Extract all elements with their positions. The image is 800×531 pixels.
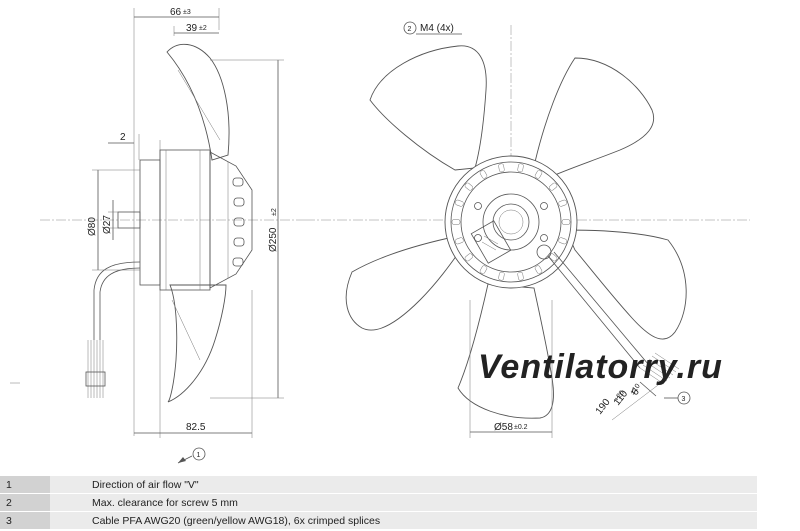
vent-slot xyxy=(464,182,473,191)
side-blade-lower xyxy=(167,284,227,403)
hub-outer-ring xyxy=(444,155,578,289)
dim-27-label: Ø27 xyxy=(102,215,113,234)
note-text: Cable PFA AWG20 (green/yellow AWG18), 6x… xyxy=(50,511,757,530)
vent-slot xyxy=(451,219,461,225)
note-number: 2 xyxy=(0,493,50,512)
motor-flange xyxy=(139,159,161,286)
front-blade-top-right xyxy=(534,57,654,179)
dim-190-label: 190 xyxy=(594,397,613,417)
mount-hole xyxy=(540,234,548,242)
front-blade-top-left xyxy=(369,45,487,171)
hub-ring-3 xyxy=(460,171,562,273)
rotor-slot xyxy=(232,257,244,267)
dim-line-6 xyxy=(639,381,657,397)
dim-58-tol: ±0.2 xyxy=(514,424,528,431)
dim-39-label: 39 xyxy=(186,23,198,34)
shaft-bore xyxy=(492,203,530,241)
vent-slot xyxy=(517,271,524,281)
cable-gland xyxy=(536,244,552,260)
note-number: 1 xyxy=(0,476,50,494)
technical-drawing: 66 ±3 39 ±2 2 Ø80 Ø27 Ø250 ±2 82.5 xyxy=(10,7,750,464)
callout-1-circle xyxy=(192,447,206,461)
callout-1-label: 1 xyxy=(197,452,201,459)
blade-edge-1 xyxy=(177,69,221,141)
side-blade-upper xyxy=(166,43,230,161)
dim-80-label: Ø80 xyxy=(87,217,98,236)
hub-vent-slots xyxy=(451,163,571,281)
mount-hole xyxy=(540,202,548,210)
mount-hole xyxy=(474,202,482,210)
shaft-stub xyxy=(117,211,141,229)
dim-250-tol: ±2 xyxy=(271,208,278,216)
dim-58-label: Ø58 xyxy=(494,422,513,433)
callout-2-circle xyxy=(403,21,417,35)
cable-splices xyxy=(85,340,106,398)
label-plate-line xyxy=(481,241,497,251)
vent-slot xyxy=(464,253,473,262)
rotor-slot xyxy=(232,177,244,187)
rotor-slot xyxy=(233,237,245,247)
dim-line-190 xyxy=(611,381,663,421)
dim-2-label: 2 xyxy=(120,132,126,143)
watermark: Ventilatorry.ru xyxy=(478,348,723,386)
dim-825-label: 82.5 xyxy=(186,422,206,433)
vent-slot xyxy=(561,219,571,225)
mount-hole xyxy=(474,234,482,242)
vent-slot xyxy=(517,163,524,173)
rotor-slot xyxy=(233,217,245,227)
callout-3-circle xyxy=(677,391,691,405)
dim-250-label: Ø250 xyxy=(268,227,279,252)
front-blade-right xyxy=(565,229,687,340)
label-plate xyxy=(470,220,512,264)
callout-3-label: 3 xyxy=(682,396,686,403)
front-blade-bottom xyxy=(457,283,554,419)
airflow-arrow-icon xyxy=(178,457,186,463)
shaft xyxy=(498,209,524,235)
note-number: 3 xyxy=(0,511,50,530)
vent-slot xyxy=(479,170,488,179)
vent-slot xyxy=(534,170,543,179)
front-view: 2 M4 (4x) Ø58 ±0.2 6 110 ±10 190 +20 3 xyxy=(305,21,750,438)
screw-label: M4 (4x) xyxy=(420,23,454,34)
vent-slot xyxy=(558,199,567,207)
note-text: Max. clearance for screw 5 mm xyxy=(50,493,757,512)
vent-slot xyxy=(549,182,558,191)
dim-6-label: 6 xyxy=(630,386,642,398)
vent-slot xyxy=(455,237,464,245)
dim-66-tol: ±3 xyxy=(183,9,191,16)
cable-side xyxy=(93,261,141,340)
splice-block xyxy=(85,371,106,387)
vent-slot xyxy=(558,237,567,245)
vent-slot xyxy=(455,199,464,207)
dim-66-label: 66 xyxy=(170,7,182,18)
vent-slot xyxy=(498,271,505,281)
rotor-cup xyxy=(209,151,253,289)
vent-slot xyxy=(534,265,543,274)
note-text: Direction of air flow "V" xyxy=(50,476,757,494)
vent-slot xyxy=(498,163,505,173)
callout-2-label: 2 xyxy=(408,26,412,33)
blade-edge-2 xyxy=(171,299,201,361)
label-plate-line xyxy=(483,235,499,245)
hub-ring-2 xyxy=(450,161,572,283)
vent-slot xyxy=(479,265,488,274)
side-view: 66 ±3 39 ±2 2 Ø80 Ø27 Ø250 ±2 82.5 xyxy=(40,7,305,464)
cable-side-2 xyxy=(99,267,141,340)
cable-front-2 xyxy=(553,251,649,365)
cable-front-splices xyxy=(639,352,680,385)
dim-39-tol: ±2 xyxy=(199,25,207,32)
cable-front xyxy=(547,255,641,369)
front-blade-left xyxy=(345,235,463,331)
rotor-slot xyxy=(233,197,245,207)
